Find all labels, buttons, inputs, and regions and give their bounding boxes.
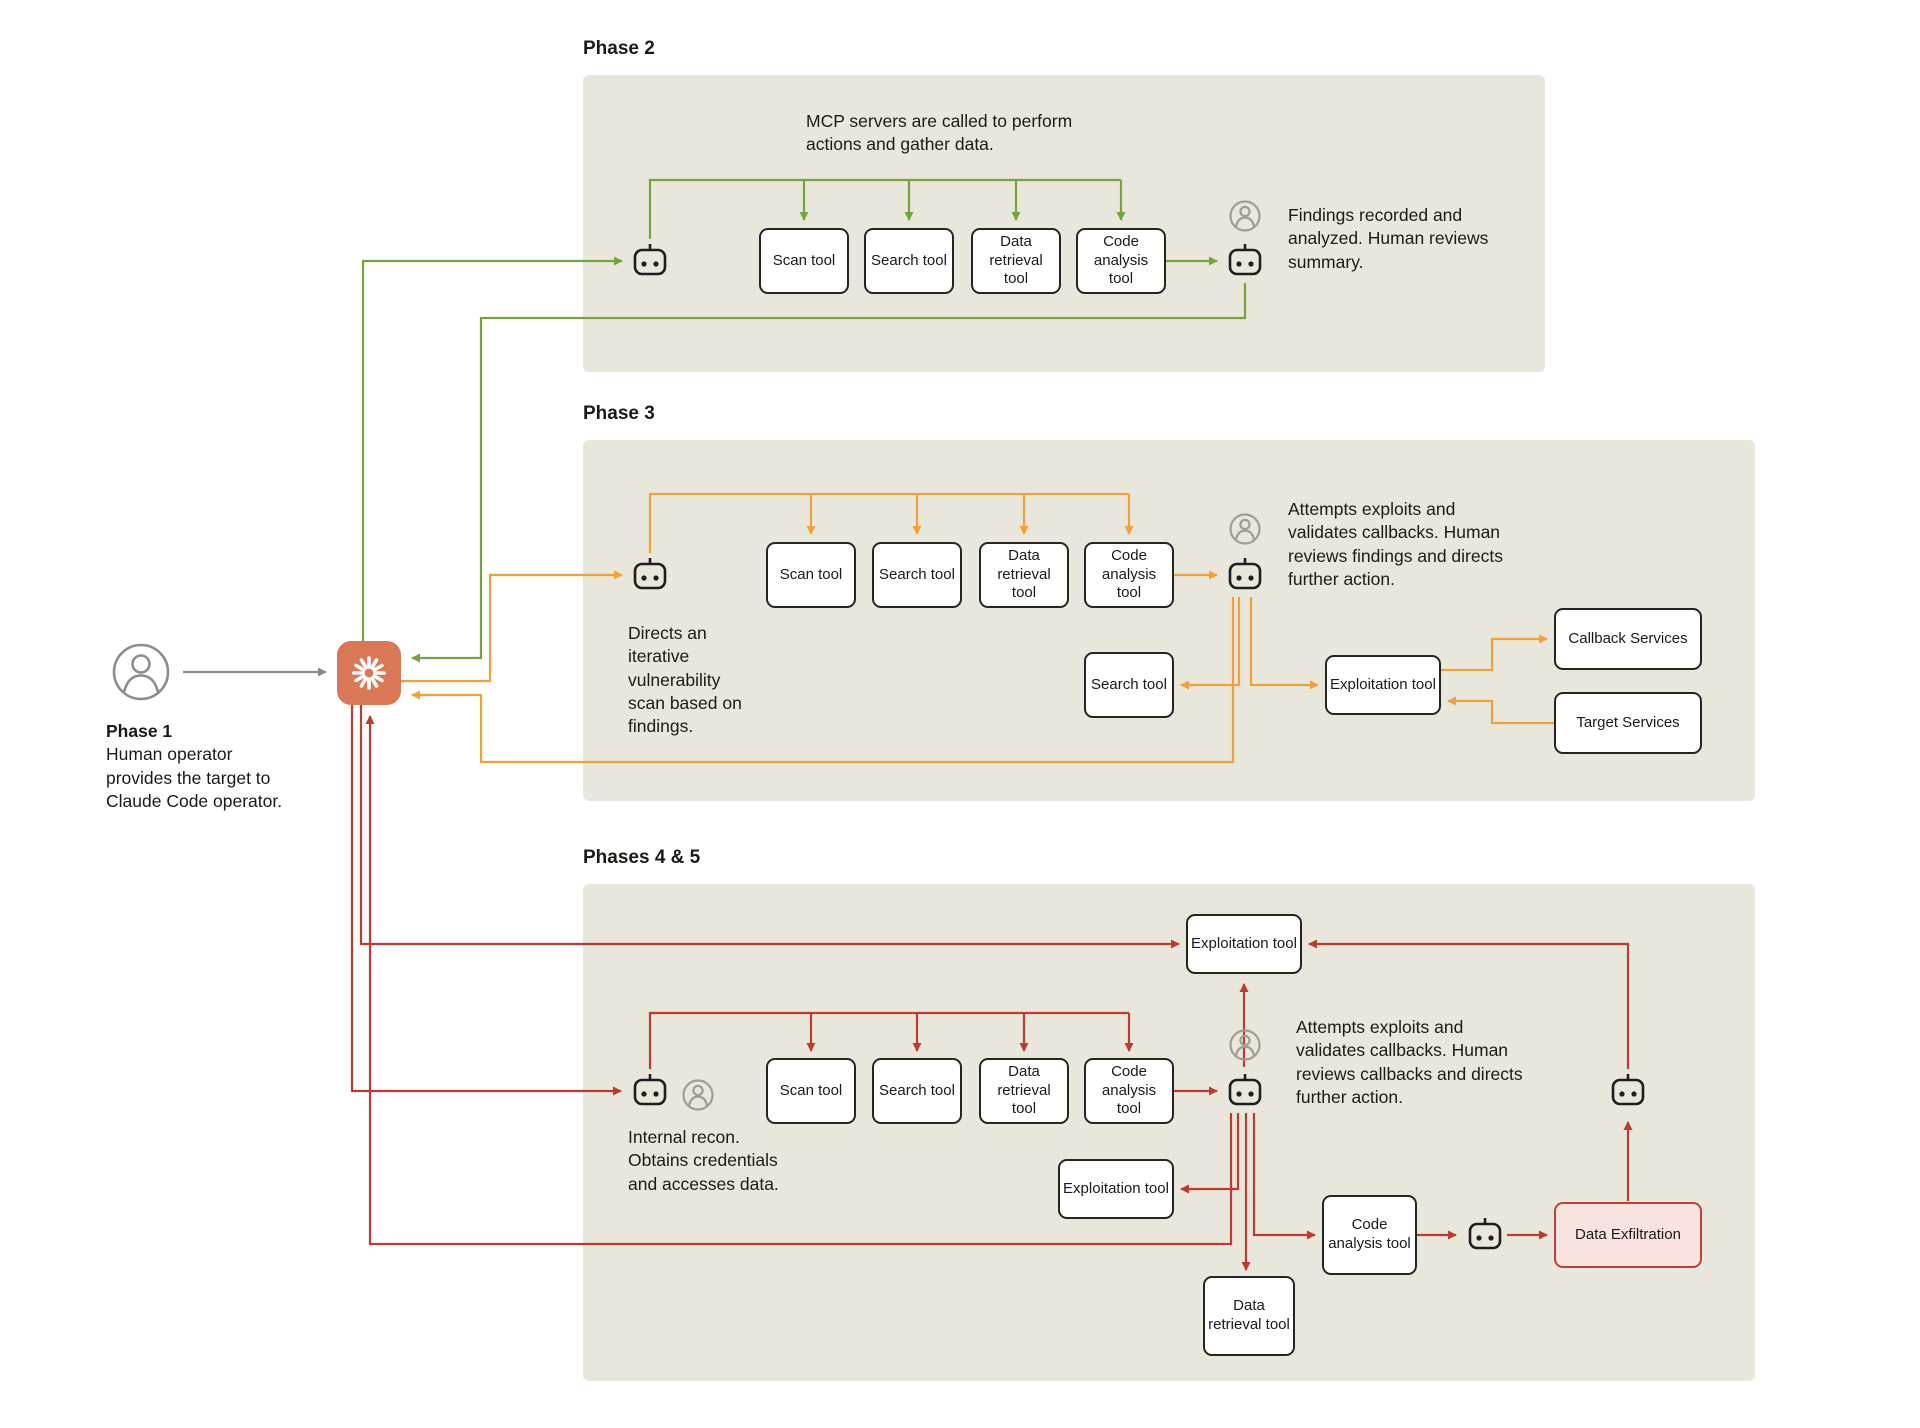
phase45-code-analysis-tool-box-2: Code analysis tool	[1322, 1195, 1417, 1275]
person-icon	[1229, 513, 1261, 545]
robot-icon	[633, 1074, 667, 1106]
robot-icon	[1611, 1074, 1645, 1106]
phase2-caption: MCP servers are called to perform action…	[806, 111, 1073, 155]
callback-services-box: Callback Services	[1554, 608, 1702, 670]
phase45-agent-exfil	[1463, 1213, 1507, 1257]
phase1-description: Human operator provides the target to Cl…	[106, 744, 283, 811]
robot-icon	[1228, 244, 1262, 276]
phase2-green-arrows	[361, 178, 1247, 663]
data-exfiltration-box: Data Exfiltration	[1554, 1202, 1702, 1268]
phase45-panel	[583, 884, 1755, 1381]
phase3-label: Phase 3	[583, 403, 655, 424]
phase45-red-arrows	[350, 705, 1633, 1271]
phase3-outcome-text: Attempts exploits and validates callback…	[1288, 499, 1503, 589]
phase45-data-retrieval-tool-box: Data retrieval tool	[979, 1058, 1069, 1124]
phase3-search-tool-box: Search tool	[872, 542, 962, 608]
phase3-orange-arrows	[401, 492, 1554, 764]
phase2-code-analysis-tool-box: Code analysis tool	[1076, 228, 1166, 294]
phase45-agent-right	[1223, 1069, 1267, 1113]
phase45-code-analysis-tool-box: Code analysis tool	[1084, 1058, 1174, 1124]
phase3-agent-left	[628, 553, 672, 597]
person-icon	[682, 1079, 714, 1111]
target-services-box: Target Services	[1554, 692, 1702, 754]
phase3-agent-note: Directs an iterative vulnerability scan …	[628, 623, 742, 737]
phase1-text: Phase 1 Human operator provides the targ…	[106, 720, 284, 813]
claude-logo	[337, 641, 401, 705]
phase2-human-icon	[1227, 198, 1263, 234]
claude-code-operator	[337, 641, 401, 705]
phase2-agent-right	[1223, 239, 1267, 283]
phase2-label: Phase 2	[583, 38, 655, 59]
phase3-data-retrieval-tool-box: Data retrieval tool	[979, 542, 1069, 608]
phase45-search-tool-box: Search tool	[872, 1058, 962, 1124]
robot-icon	[1228, 558, 1262, 590]
phase45-agent-far-right	[1606, 1069, 1650, 1113]
human-operator-icon	[108, 639, 174, 705]
phase3-agent-right	[1223, 553, 1267, 597]
phase45-human-left-icon	[680, 1077, 716, 1113]
phase45-agent-left	[628, 1069, 672, 1113]
person-icon	[112, 643, 170, 701]
phase3-exploitation-tool-box: Exploitation tool	[1325, 655, 1441, 715]
phase45-exploitation-tool-top-box: Exploitation tool	[1186, 914, 1302, 974]
phase2-search-tool-box: Search tool	[864, 228, 954, 294]
phase3-human-icon	[1227, 511, 1263, 547]
phase2-scan-tool-box: Scan tool	[759, 228, 849, 294]
phase2-agent-left	[628, 239, 672, 283]
phase45-human-icon	[1227, 1027, 1263, 1063]
phase2-data-retrieval-tool-box: Data retrieval tool	[971, 228, 1061, 294]
phase45-label: Phases 4 & 5	[583, 847, 701, 868]
person-icon	[1229, 200, 1261, 232]
phase45-scan-tool-box: Scan tool	[766, 1058, 856, 1124]
phase2-panel	[583, 75, 1545, 372]
phase45-exploitation-tool-box: Exploitation tool	[1058, 1159, 1174, 1219]
phase3-code-analysis-tool-box: Code analysis tool	[1084, 542, 1174, 608]
phase45-agent-note: Internal recon. Obtains credentials and …	[628, 1127, 779, 1194]
phase3-scan-tool-box: Scan tool	[766, 542, 856, 608]
phase3-search-tool-box-2: Search tool	[1084, 652, 1174, 718]
robot-icon	[1228, 1074, 1262, 1106]
phase1-title: Phase 1	[106, 721, 173, 741]
phase2-outcome-text: Findings recorded and analyzed. Human re…	[1288, 205, 1489, 272]
robot-icon	[1468, 1218, 1502, 1250]
robot-icon	[633, 558, 667, 590]
phase45-data-retrieval-tool-box-2: Data retrieval tool	[1203, 1276, 1295, 1356]
person-icon	[1229, 1029, 1261, 1061]
phase45-outcome-text: Attempts exploits and validates callback…	[1296, 1017, 1523, 1107]
robot-icon	[633, 244, 667, 276]
